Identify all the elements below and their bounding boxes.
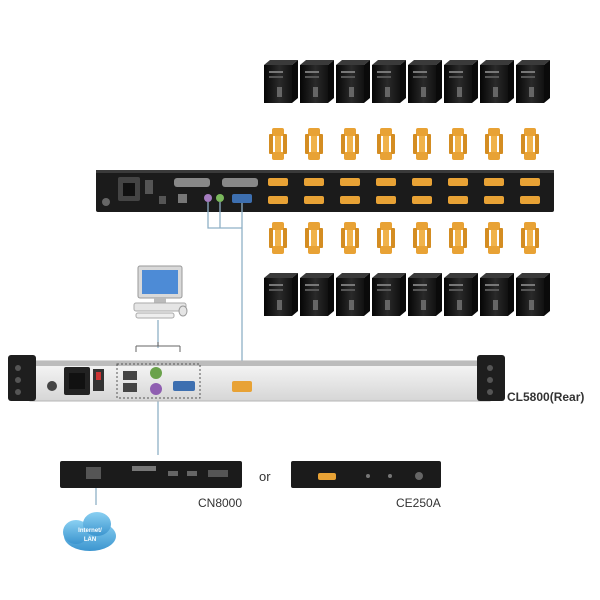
kvm-port-connector [376,178,396,186]
extender-device [291,461,441,488]
tower-pc-icon [336,273,370,316]
cloud-label-line-1: Internet/ [78,528,102,534]
vga-cable-icon [269,222,287,254]
ip-module-device [60,461,242,488]
ps2-keyboard-port [150,383,162,395]
console-ports-box [116,363,201,399]
ps2-keyboard-port [204,194,212,202]
kvm-port-connector [448,178,468,186]
tower-pc-icon [372,60,406,103]
computers-bottom-row [264,273,550,316]
vga-cable-icon [521,128,539,160]
vga-cable-icon [485,222,503,254]
kvm-port-connector [484,178,504,186]
vga-cable-icon [305,128,323,160]
tower-pc-icon [408,273,442,316]
rack-device-label: CL5800(Rear) [507,390,584,404]
tower-pc-icon [300,273,334,316]
vga-port [173,381,195,391]
ground-screw-icon [47,381,57,391]
vga-cable-icon [341,222,359,254]
vga-port [232,194,252,203]
tower-pc-icon [336,60,370,103]
console-connector-bracket [135,342,181,352]
tower-pc-icon [264,60,298,103]
lan-port-icon [178,194,187,203]
power-switch [145,180,153,194]
kvm-port-connector [448,196,468,204]
usb-port-icon [123,383,137,392]
ground-screw-icon [102,198,110,206]
vga-cable-icon [377,222,395,254]
tower-pc-icon [300,60,334,103]
kvm-port-connector [268,178,288,186]
rack-unit-rear [8,355,505,402]
desktop-monitor-icon [133,265,188,319]
vga-port [318,473,336,480]
computers-top-row [264,60,550,103]
cables-bottom-row [269,222,539,254]
kvm-port-connector [484,196,504,204]
rack-ear-left [8,355,36,401]
vga-cable-icon [413,128,431,160]
vga-cable-icon [521,222,539,254]
kvm-port-connector [304,178,324,186]
cloud-icon: Internet/ LAN [63,512,116,551]
tower-pc-icon [444,273,478,316]
vga-cable-icon [449,128,467,160]
daisy-chain-port-in [174,178,210,187]
kvm-port-connector [520,196,540,204]
lan-port-icon [86,467,101,479]
kvm-port-connector [520,178,540,186]
tower-pc-icon [516,273,550,316]
usb-port-icon [123,371,137,380]
kvm-port-connector [340,196,360,204]
kvm-port-connector [232,381,252,392]
tower-pc-icon [264,273,298,316]
cables-top-row [269,128,539,160]
daisy-chain-port-out [222,178,258,187]
cloud-label-line-2: LAN [84,537,96,543]
or-separator: or [259,469,271,484]
kvm-port-connector [340,178,360,186]
kvm-port-connector [412,178,432,186]
vga-cable-icon [449,222,467,254]
tower-pc-icon [516,60,550,103]
kvm-switch-rear-panel [96,170,554,212]
vga-cable-icon [413,222,431,254]
kvm-port-connector [412,196,432,204]
tower-pc-icon [372,273,406,316]
kvm-port-connector [304,196,324,204]
tower-pc-icon [444,60,478,103]
kvm-port-connector [376,196,396,204]
ps2-mouse-port [216,194,224,202]
vga-cable-icon [341,128,359,160]
ps2-mouse-port [150,367,162,379]
kvm-port-connector [268,196,288,204]
vga-cable-icon [305,222,323,254]
vga-cable-icon [485,128,503,160]
tower-pc-icon [480,60,514,103]
tower-pc-icon [408,60,442,103]
extender-label: CE250A [396,496,441,510]
tower-pc-icon [480,273,514,316]
vga-cable-icon [269,128,287,160]
connection-lines [95,202,243,505]
vga-cable-icon [377,128,395,160]
ip-module-label: CN8000 [198,496,242,510]
